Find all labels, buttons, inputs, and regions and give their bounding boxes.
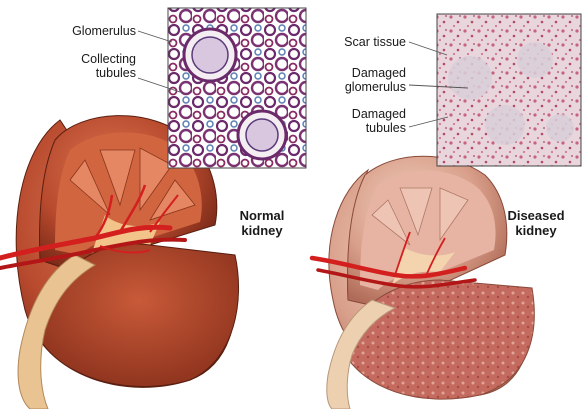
label-diseased-kidney-line1: Diseased xyxy=(502,208,570,223)
label-damaged-glomerulus-line2: glomerulus xyxy=(314,80,406,94)
label-collecting-tubules-line2: tubules xyxy=(48,66,136,80)
label-damaged-glomerulus-line1: Damaged xyxy=(314,66,406,80)
normal-histology-inset xyxy=(168,8,306,168)
label-glomerulus-text: Glomerulus xyxy=(72,24,136,38)
label-collecting-tubules: Collecting tubules xyxy=(48,52,136,80)
label-damaged-tubules: Damaged tubules xyxy=(314,107,406,135)
label-diseased-kidney-line2: kidney xyxy=(502,223,570,238)
label-scar-tissue: Scar tissue xyxy=(314,35,406,49)
label-damaged-tubules-line1: Damaged xyxy=(314,107,406,121)
label-damaged-glomerulus: Damaged glomerulus xyxy=(314,66,406,94)
label-collecting-tubules-line1: Collecting xyxy=(48,52,136,66)
label-normal-kidney-line2: kidney xyxy=(232,223,292,238)
label-damaged-tubules-line2: tubules xyxy=(314,121,406,135)
label-normal-kidney-line1: Normal xyxy=(232,208,292,223)
leader-glomerulus xyxy=(138,31,172,42)
label-glomerulus: Glomerulus xyxy=(48,24,136,38)
label-normal-kidney: Normal kidney xyxy=(232,208,292,238)
label-diseased-kidney: Diseased kidney xyxy=(502,208,570,238)
label-scar-tissue-text: Scar tissue xyxy=(344,35,406,49)
diseased-kidney xyxy=(312,156,534,409)
diseased-histology-inset xyxy=(437,14,581,166)
